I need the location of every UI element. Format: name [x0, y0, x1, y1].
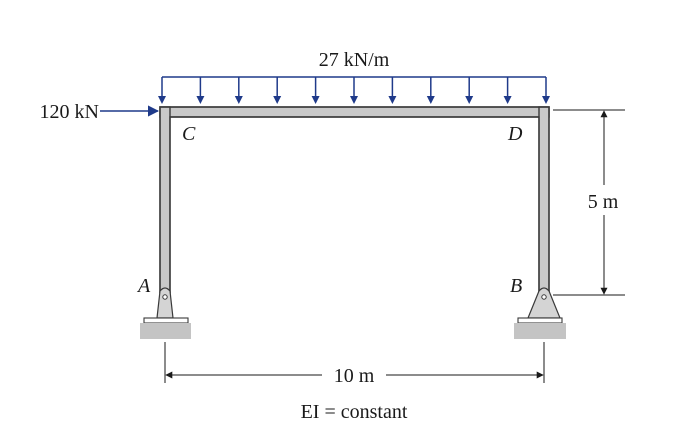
pin-support-b: [514, 287, 566, 339]
load-arrow-head: [273, 96, 282, 104]
node-label-d: D: [507, 123, 523, 145]
support-a-plate: [143, 317, 189, 324]
beam-cd: [159, 106, 550, 118]
frame: [159, 106, 550, 294]
ground-a: [140, 323, 191, 339]
support-b-pin: [541, 294, 547, 300]
support-a-body: [156, 287, 174, 319]
height-dimension: [553, 109, 625, 296]
node-label-c: C: [182, 123, 196, 145]
horizontal-load-label: 120 kN: [40, 101, 99, 123]
ground-b: [514, 323, 566, 339]
support-b-plate: [517, 317, 563, 324]
distributed-load-label: 27 kN/m: [319, 49, 390, 71]
span-dimension: [164, 342, 545, 383]
load-arrow-head: [388, 96, 397, 104]
node-label-b: B: [510, 275, 522, 297]
load-arrow-head: [426, 96, 435, 104]
distributed-load: [158, 76, 550, 104]
load-arrows: [158, 77, 550, 104]
load-arrow-head: [311, 96, 320, 104]
load-arrow-head: [350, 96, 358, 104]
frame-outer-edge: [159, 106, 550, 293]
load-arrow-head: [542, 96, 550, 104]
load-arrow-head: [503, 96, 512, 104]
load-arrow-head: [234, 96, 243, 104]
span-label: 10 m: [334, 365, 375, 387]
pin-support-a: [140, 287, 191, 339]
load-arrow-head: [158, 96, 166, 104]
property-label: EI = constant: [301, 401, 408, 423]
support-a-pin: [162, 294, 168, 300]
column-ac: [159, 106, 171, 294]
height-label: 5 m: [588, 191, 619, 213]
load-arrow-head: [465, 96, 474, 104]
frame-inner-edge: [169, 116, 540, 293]
support-b-body: [527, 287, 561, 319]
column-bd: [538, 106, 550, 294]
load-arrow-head: [196, 96, 205, 104]
node-label-a: A: [136, 275, 151, 297]
